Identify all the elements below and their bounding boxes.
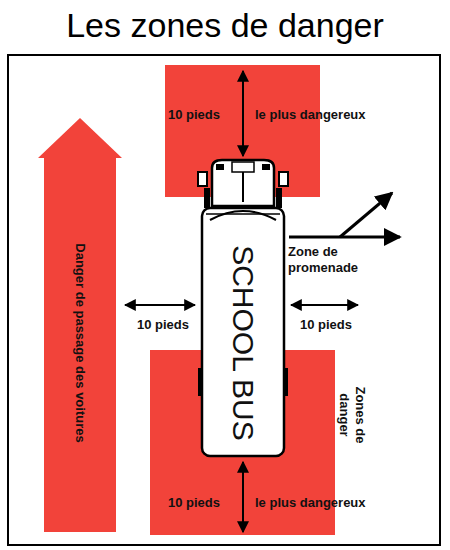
bus-part [212,160,274,206]
walk-arrow [340,193,392,237]
bus-part [204,188,210,208]
zone-label: le plus dangereux [255,107,366,123]
arrow-label: Danger de passage des voitures [72,243,88,442]
bus-part [262,164,270,170]
dimension-arrow [242,71,244,156]
traffic-arrow: Danger de passage des voitures [38,118,122,532]
walk-arrow [289,236,400,239]
bus-part [216,164,224,170]
dimension-arrow [125,304,195,306]
dimension-label: 10 pieds [137,317,189,333]
dimension-arrow [291,304,358,306]
school-bus: SCHOOL BUS [198,158,288,458]
frame-border [8,55,440,545]
bus-part [198,368,203,396]
bus-part [202,208,284,456]
zone-label: Zones de danger [336,375,369,455]
bus-part [279,172,288,186]
bus-part [242,172,244,202]
bus-part [283,368,288,396]
zone-label: le plus dangereux [255,495,366,511]
bus-part [206,213,280,215]
bus-part [232,162,254,172]
zone-label: 10 pieds [168,495,220,511]
zone-label: Zone de promenade [288,244,380,277]
dimension-label: 10 pieds [300,317,352,333]
title: Les zones de danger [0,6,450,45]
bus-part [276,188,282,208]
bus-part [210,211,276,220]
dimension-arrow [242,462,244,532]
bus-label: SCHOOL BUS [225,245,261,441]
bus-part [198,172,207,186]
arrow-shape [38,118,122,532]
zone-label: 10 pieds [168,107,220,123]
